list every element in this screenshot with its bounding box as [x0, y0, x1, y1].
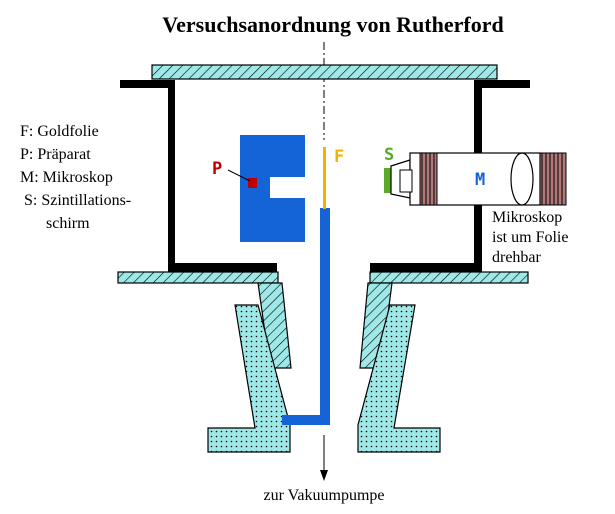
chamber-lid	[151, 64, 498, 80]
diagram-title: Versuchsanordnung von Rutherford	[162, 12, 503, 37]
label-screen: S	[384, 145, 394, 165]
label-preparation: P	[212, 159, 222, 179]
flange-right	[369, 271, 529, 284]
preparation-source	[248, 178, 257, 188]
legend: F: Goldfolie P: Präparat M: Mikroskop S:…	[20, 123, 131, 232]
pump-label: zur Vakuumpumpe	[263, 487, 384, 504]
legend-item: S: Szintillations-	[24, 192, 131, 209]
note-line: Mikroskop	[492, 209, 562, 226]
legend-item: M: Mikroskop	[20, 169, 113, 186]
legend-item: P: Präparat	[20, 146, 91, 163]
arrow-down-icon	[320, 470, 328, 481]
legend-item: F: Goldfolie	[20, 123, 99, 140]
microscope-ocular	[399, 169, 413, 193]
note-line: drehbar	[492, 249, 542, 266]
scintillation-screen	[384, 168, 391, 193]
microscope-ring-left	[419, 152, 438, 206]
legend-item: schirm	[46, 215, 90, 232]
label-microscope: M	[475, 170, 485, 190]
note-line: ist um Folie	[492, 229, 568, 246]
preparation-pointer	[227, 169, 251, 182]
support-right	[357, 304, 441, 453]
microscope-note: Mikroskop ist um Folie drehbar	[492, 209, 568, 266]
preparation-block	[240, 135, 305, 242]
support-left	[207, 304, 291, 453]
label-foil: F	[334, 147, 344, 167]
flange-left	[117, 271, 279, 284]
microscope-ring-right	[539, 152, 567, 206]
gold-foil	[323, 147, 326, 209]
vacuum-tube	[282, 208, 330, 425]
microscope-lens	[510, 152, 534, 206]
